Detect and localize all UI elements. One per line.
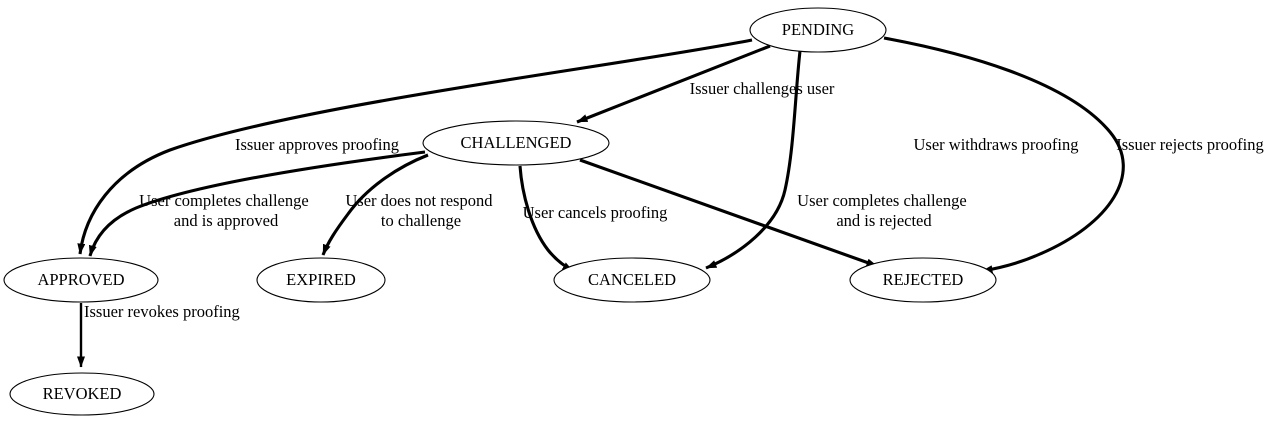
edge-approved-to-revoked[interactable]: Issuer revokes proofing [77,302,240,368]
node-ellipse-challenged [422,120,610,166]
node-expired[interactable]: EXPIRED [256,257,386,303]
edge-challenged-to-approved[interactable]: User completes challenge and is approved [88,150,426,257]
node-label-pending: PENDING [782,20,854,39]
node-label-approved: APPROVED [37,270,124,289]
node-pending[interactable]: PENDING [749,7,887,53]
edge-path-challenged-to-canceled [518,165,574,273]
node-label-expired: EXPIRED [286,270,356,289]
edge-path-pending-to-challenged [576,44,771,124]
edge-label-pending-to-rejected: Issuer rejects proofing [1116,135,1264,154]
edge-label-challenged-to-approved: User completes challenge and is approved [139,191,313,230]
edge-label-pending-to-approved: Issuer approves proofing [235,135,399,154]
node-approved[interactable]: APPROVED [3,257,159,303]
edge-path-pending-to-rejected [883,36,1125,274]
node-label-canceled: CANCELED [588,270,676,289]
node-challenged[interactable]: CHALLENGED [422,120,610,166]
node-ellipse-pending [749,7,887,53]
edge-path-challenged-to-expired [321,153,429,256]
node-ellipse-expired [256,257,386,303]
node-label-challenged: CHALLENGED [461,133,572,152]
edge-label-pending-to-canceled: User withdraws proofing [914,135,1079,154]
node-rejected[interactable]: REJECTED [849,257,997,303]
node-ellipse-revoked [9,372,155,416]
node-ellipse-approved [3,257,159,303]
edge-path-challenged-to-approved [88,150,426,257]
edge-label-challenged-to-expired: User does not respond to challenge [345,191,496,230]
node-label-revoked: REVOKED [43,384,122,403]
node-revoked[interactable]: REVOKED [9,372,155,416]
edge-challenged-to-rejected[interactable]: User completes challenge and is rejected [579,158,971,268]
node-ellipse-rejected [849,257,997,303]
edge-pending-to-canceled[interactable]: User withdraws proofing [705,50,1079,270]
edge-pending-to-challenged[interactable]: Issuer challenges user [576,44,835,124]
node-canceled[interactable]: CANCELED [553,257,711,303]
node-label-rejected: REJECTED [883,270,964,289]
edge-label-approved-to-revoked: Issuer revokes proofing [84,302,240,321]
edge-label-challenged-to-rejected: User completes challenge and is rejected [797,191,971,230]
edge-path-pending-to-approved [77,38,753,255]
edge-path-pending-to-canceled [705,50,802,270]
edge-label-challenged-to-canceled: User cancels proofing [523,203,668,222]
edge-pending-to-rejected[interactable]: Issuer rejects proofing [883,36,1264,274]
edge-pending-to-approved[interactable]: Issuer approves proofing [77,38,753,255]
edge-challenged-to-expired[interactable]: User does not respond to challenge [321,153,497,256]
edge-label-pending-to-challenged: Issuer challenges user [690,79,835,98]
edge-challenged-to-canceled[interactable]: User cancels proofing [518,165,668,273]
node-ellipse-canceled [553,257,711,303]
edge-path-challenged-to-rejected [579,158,878,268]
